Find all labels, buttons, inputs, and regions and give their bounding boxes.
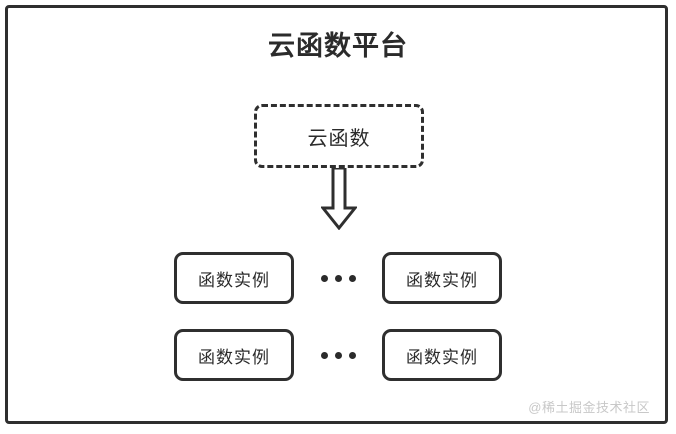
ellipsis-indicator	[294, 274, 382, 282]
dot-icon	[348, 274, 356, 282]
dot-icon	[320, 274, 328, 282]
cloud-function-label: 云函数	[307, 127, 371, 150]
instance-row-1: 函数实例 函数实例	[0, 252, 676, 304]
function-instance-label: 函数实例	[198, 347, 270, 367]
dot-icon	[348, 351, 356, 359]
dot-icon	[320, 351, 328, 359]
function-instance-label: 函数实例	[406, 347, 478, 367]
down-block-arrow-icon	[319, 166, 359, 231]
function-instance-box: 函数实例	[174, 252, 294, 304]
function-instance-box: 函数实例	[174, 329, 294, 381]
function-instance-label: 函数实例	[198, 270, 270, 290]
dot-icon	[334, 274, 342, 282]
instance-row-2: 函数实例 函数实例	[0, 329, 676, 381]
watermark: @稀土掘金技术社区	[528, 400, 650, 415]
function-instance-label: 函数实例	[406, 270, 478, 290]
ellipsis-indicator	[294, 351, 382, 359]
page-title: 云函数平台	[268, 31, 408, 61]
cloud-function-node: 云函数	[254, 104, 424, 168]
dot-icon	[334, 351, 342, 359]
function-instance-box: 函数实例	[382, 252, 502, 304]
function-instance-box: 函数实例	[382, 329, 502, 381]
